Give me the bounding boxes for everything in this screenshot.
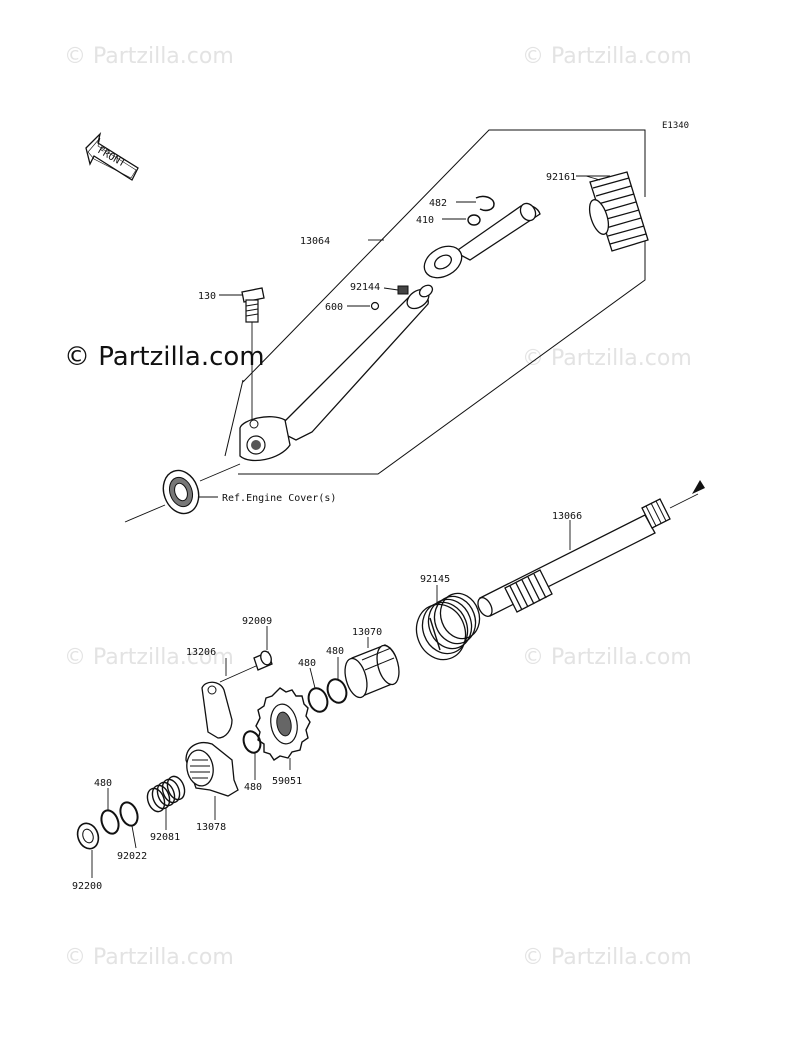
- watermark-main: © Partzilla.com: [64, 342, 265, 372]
- watermark-lower-left: © Partzilla.com: [64, 645, 234, 670]
- circlip-480-b: [307, 687, 329, 713]
- label-600: 600: [325, 302, 343, 313]
- label-92161: 92161: [546, 172, 576, 183]
- watermark-top-right: © Partzilla.com: [522, 44, 692, 69]
- label-480-b: 480: [298, 658, 316, 669]
- kick-spring: [415, 592, 481, 661]
- label-13066: 13066: [552, 511, 582, 522]
- label-92145: 92145: [420, 574, 450, 585]
- watermark-lower-right: © Partzilla.com: [522, 645, 692, 670]
- upper-frame-line: [242, 129, 646, 383]
- label-92022: 92022: [117, 851, 147, 862]
- kick-lever-clamp: [239, 416, 291, 462]
- circlip-480-c: [242, 730, 262, 754]
- washer-410: [467, 214, 481, 226]
- circlip-480-a: [326, 678, 348, 704]
- watermark-mid-right: © Partzilla.com: [522, 346, 692, 371]
- kick-gear-59051: [255, 687, 311, 761]
- label-13070: 13070: [352, 627, 382, 638]
- ratchet-13078: [185, 742, 239, 797]
- circlip-482: [475, 195, 495, 212]
- label-92200: 92200: [72, 881, 102, 892]
- label-92144: 92144: [350, 282, 380, 293]
- label-480-c: 480: [244, 782, 262, 793]
- washer-92022: [119, 801, 139, 827]
- spring-92081: [146, 775, 186, 813]
- collar-13070: [344, 644, 400, 699]
- label-92081: 92081: [150, 832, 180, 843]
- guide-13206: [201, 681, 233, 739]
- label-92009: 92009: [242, 616, 272, 627]
- label-410: 410: [416, 215, 434, 226]
- ball-600: [370, 301, 380, 311]
- label-480-a: 480: [326, 646, 344, 657]
- label-482: 482: [429, 198, 447, 209]
- upper-frame-line-bottom: [238, 238, 646, 475]
- label-59051: 59051: [272, 776, 302, 787]
- label-13078: 13078: [196, 822, 226, 833]
- oil-seal: [162, 469, 200, 515]
- label-13206: 13206: [186, 647, 216, 658]
- spring-92144: [397, 285, 409, 295]
- bolt-92009: [219, 650, 273, 683]
- label-130: 130: [198, 291, 216, 302]
- kick-shaft: [477, 480, 705, 617]
- watermark-bottom-left: © Partzilla.com: [64, 945, 234, 970]
- bolt-130: [241, 287, 265, 420]
- diagram-code: E1340: [662, 121, 690, 131]
- circlip-480-d: [100, 809, 120, 835]
- front-arrow-icon: FRONT: [85, 131, 139, 181]
- watermark-top-left: © Partzilla.com: [64, 44, 234, 69]
- label-480-d: 480: [94, 778, 112, 789]
- reference-note: Ref.Engine Cover(s): [222, 493, 336, 504]
- label-13064: 13064: [300, 236, 330, 247]
- kick-lever: [274, 292, 429, 441]
- watermark-bottom-right: © Partzilla.com: [522, 945, 692, 970]
- kick-rubber: [588, 171, 649, 252]
